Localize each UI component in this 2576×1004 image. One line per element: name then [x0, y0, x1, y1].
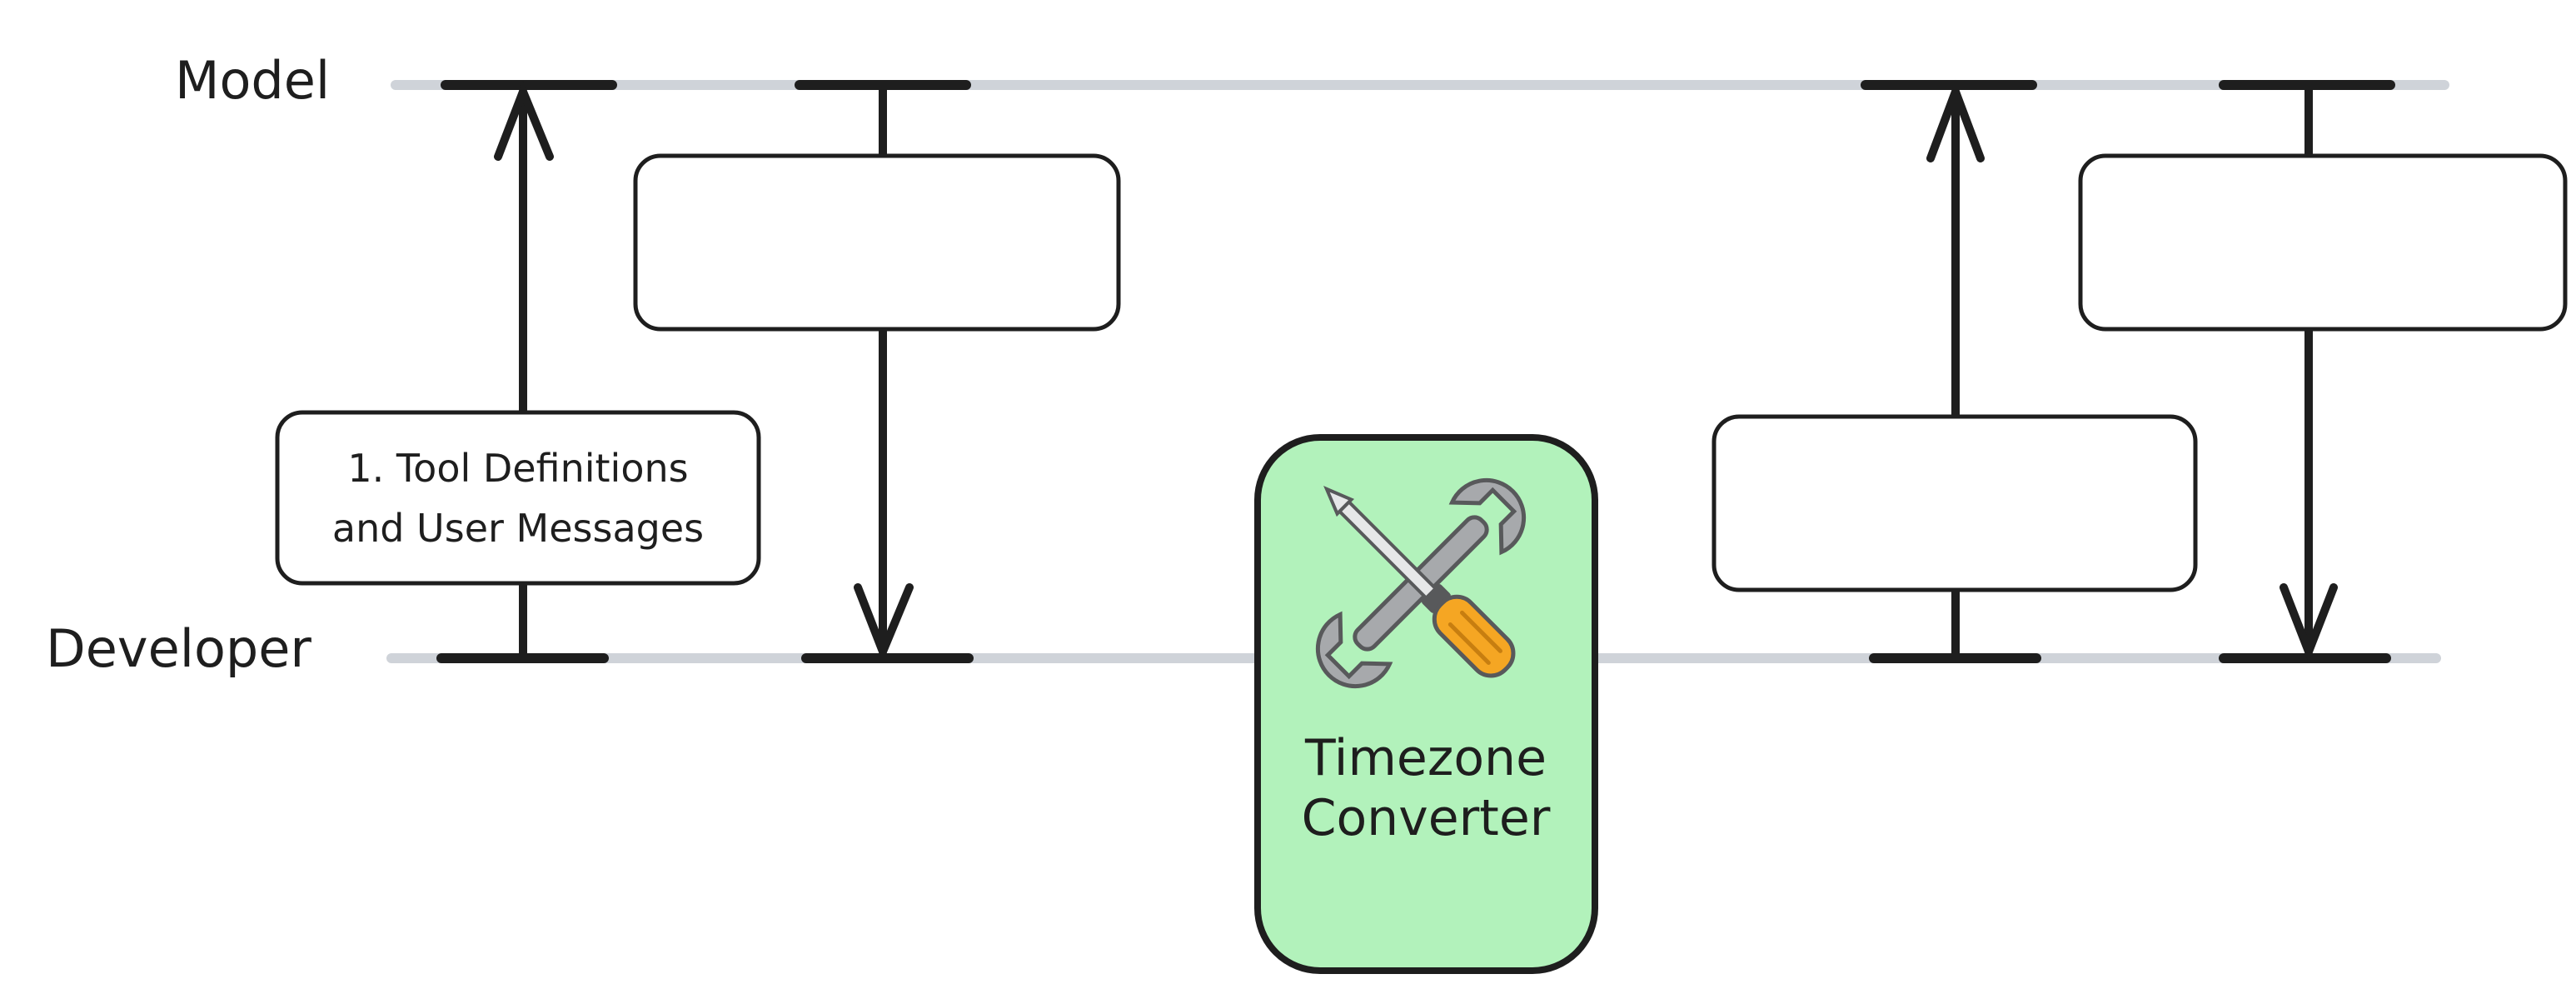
lane-label-developer: Developer: [46, 618, 311, 679]
tool-name-line-1: Timezone: [1304, 729, 1547, 787]
step-1-line-1: 1. Tool Definitions: [347, 446, 688, 491]
step-1-box: 1. Tool Definitions and User Messages: [275, 410, 761, 586]
tool-card: Timezone Converter: [1254, 434, 1598, 974]
step-1-line-2: and User Messages: [332, 506, 704, 551]
arrow-step-1: [494, 80, 554, 658]
step-2-box: [633, 153, 1121, 332]
arrow-step-3: [1926, 79, 1985, 658]
tool-name-line-2: Converter: [1302, 789, 1551, 847]
lane-label-model: Model: [175, 50, 330, 111]
step-3-box: [1712, 414, 2198, 592]
arrow-step-4: [2280, 84, 2338, 663]
step-4-box: [2078, 153, 2568, 332]
arrow-step-2: [854, 84, 914, 663]
